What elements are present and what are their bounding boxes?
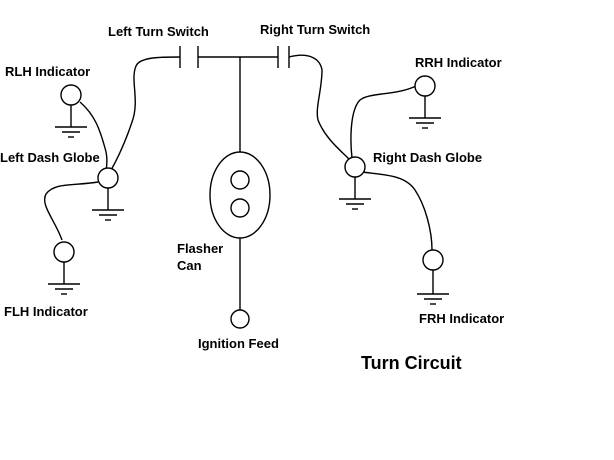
rlh-indicator-lamp (55, 84, 87, 138)
flasher-can-label-line1: Flasher (177, 241, 224, 256)
rrh-indicator-label: RRH Indicator (415, 55, 502, 70)
flasher-can-label-line2: Can (177, 258, 202, 273)
left-turn-switch (179, 46, 199, 68)
diagram-title: Turn Circuit (361, 353, 462, 373)
frh-indicator-lamp (417, 249, 449, 305)
ignition-feed-label: Ignition Feed (198, 336, 279, 351)
flasher-can (209, 151, 271, 239)
ignition-feed-terminal (230, 309, 250, 329)
left-turn-switch-label: Left Turn Switch (108, 24, 209, 39)
left-dash-globe-label: Left Dash Globe (0, 150, 100, 165)
frh-indicator-label: FRH Indicator (419, 311, 505, 326)
flh-indicator-lamp (48, 241, 80, 295)
central-bus-wire (198, 56, 278, 310)
right-dash-globe-lamp (339, 156, 371, 210)
right-dash-globe-label: Right Dash Globe (373, 150, 483, 165)
left-side-wires (43, 56, 181, 241)
flh-indicator-label: FLH Indicator (4, 304, 88, 319)
right-turn-switch-label: Right Turn Switch (260, 22, 371, 37)
rrh-indicator-lamp (409, 75, 441, 129)
left-dash-globe-lamp (92, 167, 124, 221)
right-turn-switch (277, 46, 290, 68)
right-side-wires (288, 54, 433, 251)
rlh-indicator-label: RLH Indicator (5, 64, 91, 79)
